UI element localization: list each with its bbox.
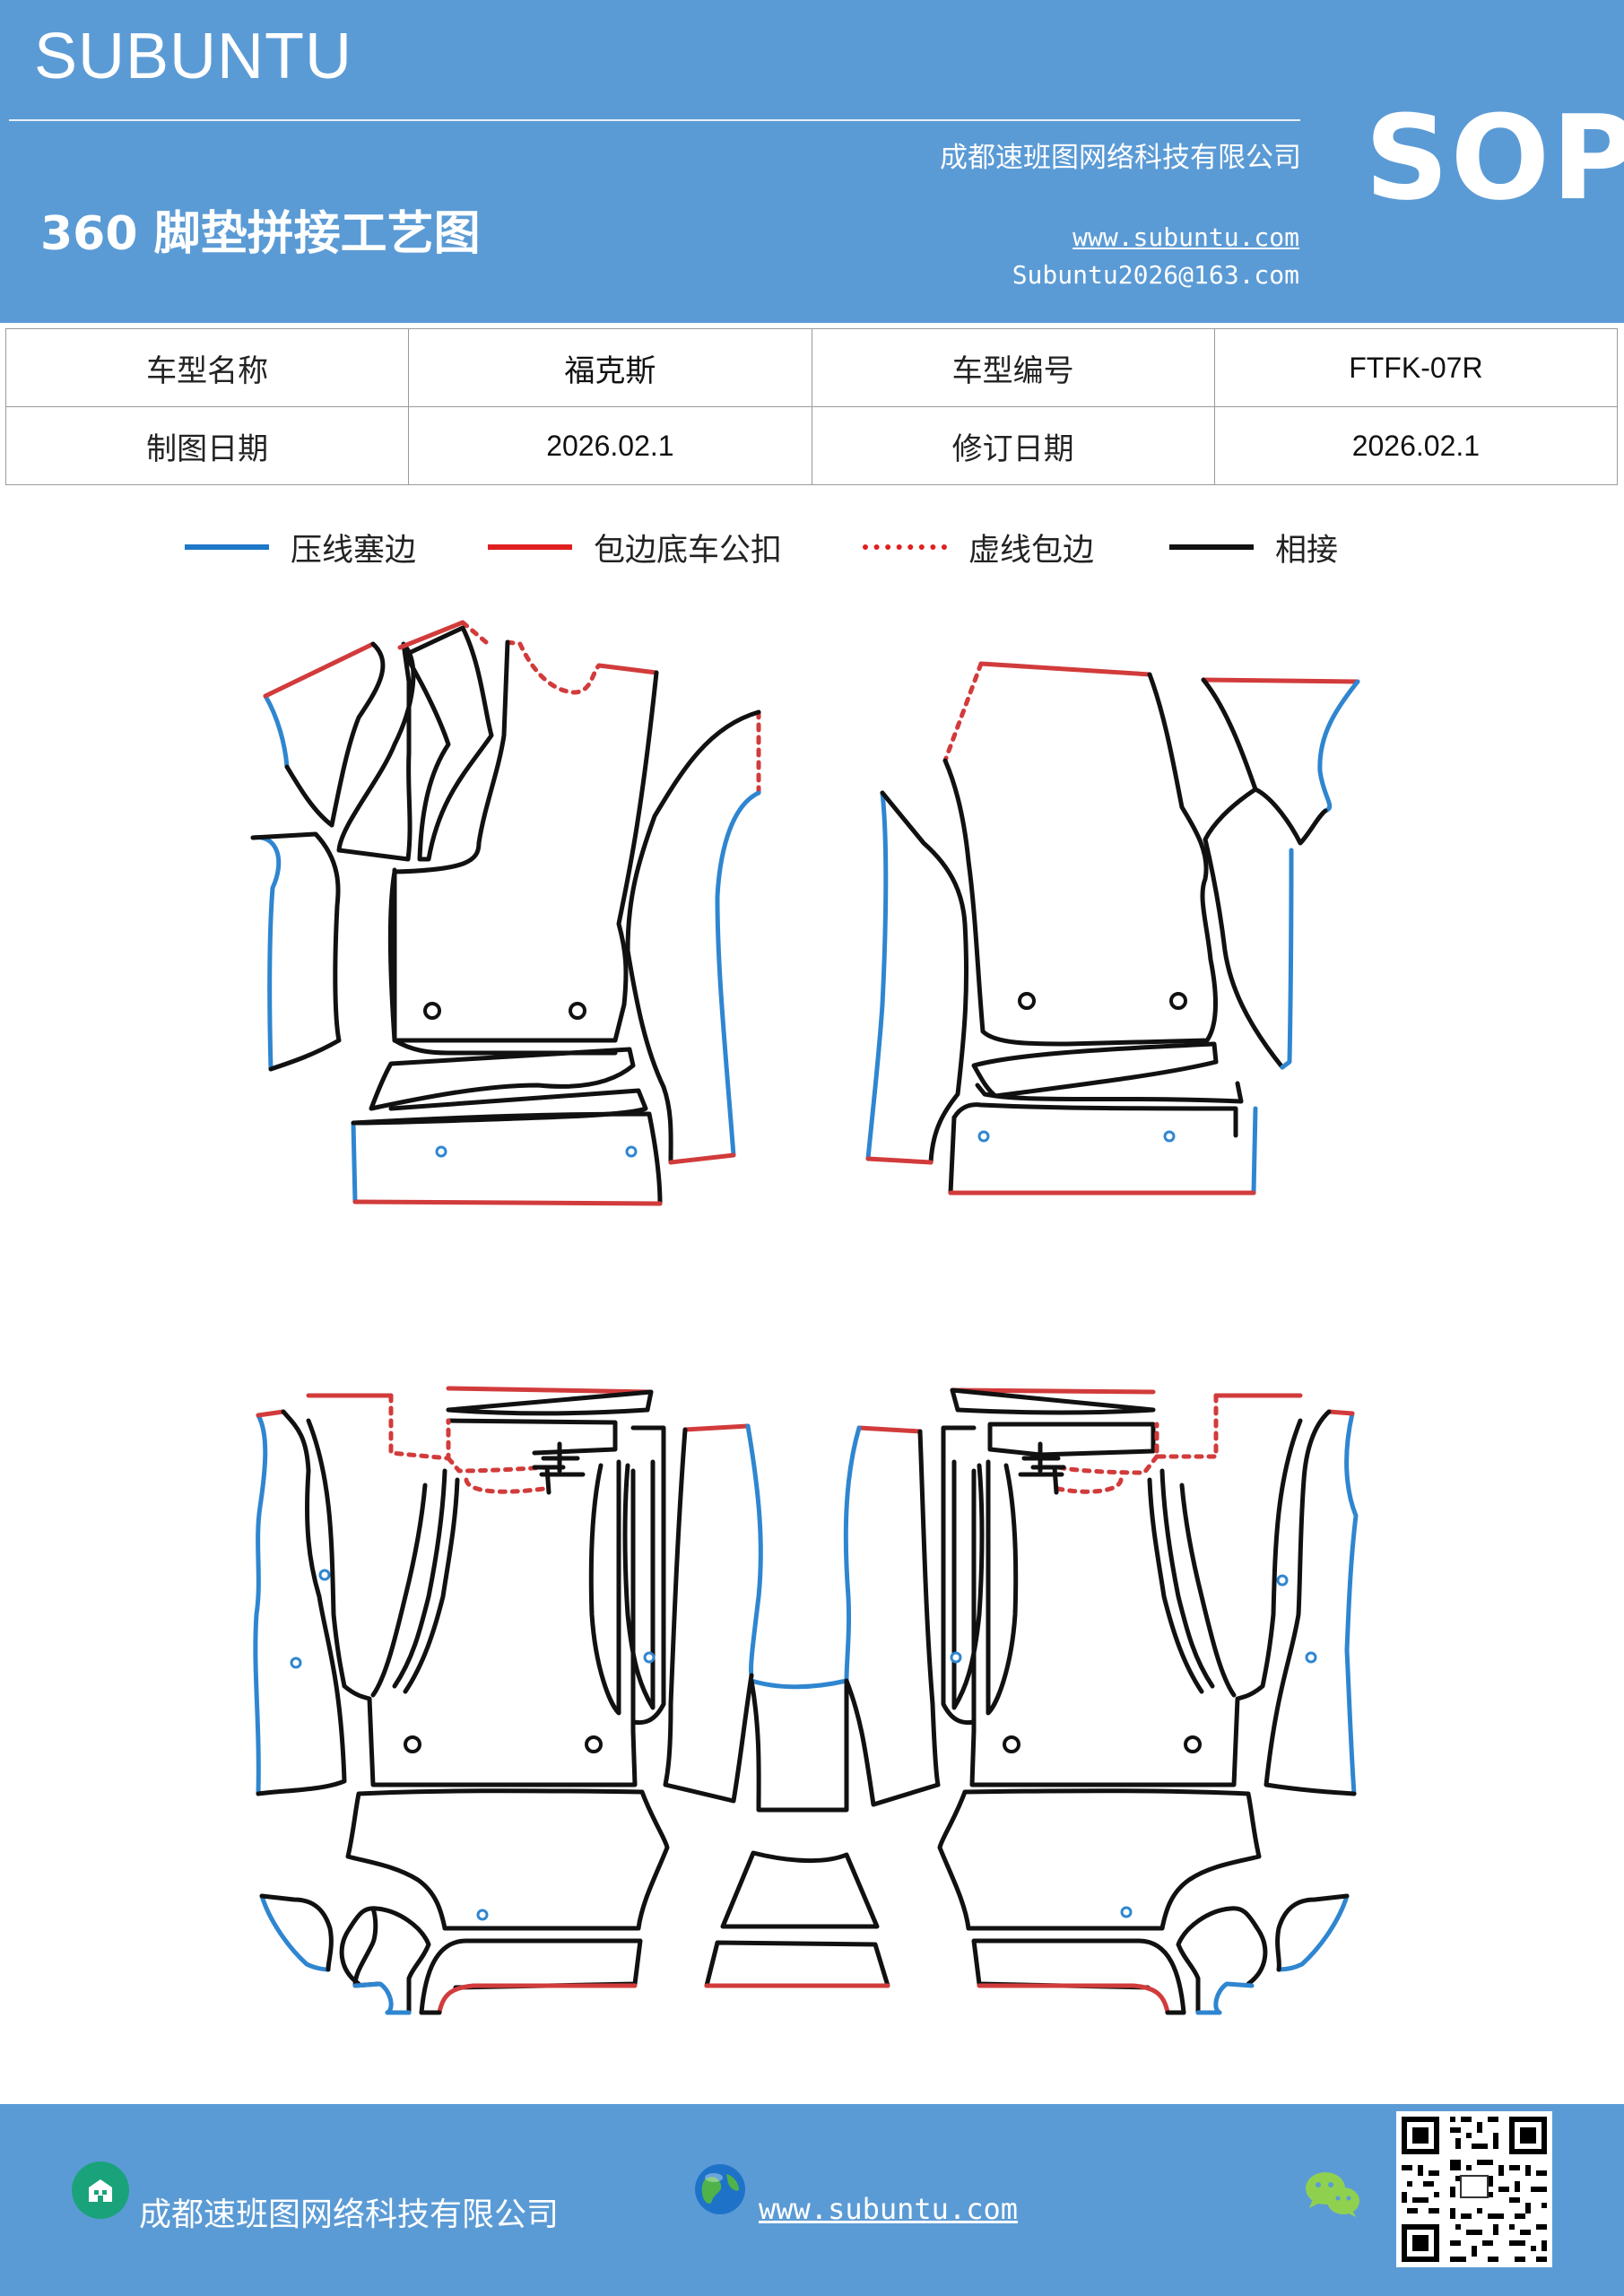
vehicle-info-table: 车型名称 福克斯 车型编号 FTFK-07R 制图日期 2026.02.1 修订… [4, 328, 1619, 485]
legend-item-black: 相接 [1169, 520, 1338, 574]
revise-date-label: 修订日期 [811, 406, 1215, 485]
legend-label: 虚线包边 [968, 532, 1095, 569]
table-row: 车型名称 福克斯 车型编号 FTFK-07R [4, 328, 1619, 407]
legend-swatch [185, 544, 269, 550]
revise-date-value: 2026.02.1 [1213, 406, 1619, 485]
legend-swatch [863, 544, 947, 550]
document-title: 360 脚垫拼接工艺图 [40, 207, 481, 261]
front-left-mat-group [250, 620, 761, 1206]
front-right-mat-group [865, 661, 1360, 1196]
model-name-label: 车型名称 [4, 328, 410, 407]
model-name-value: 福克斯 [408, 328, 812, 407]
draw-date-label: 制图日期 [4, 406, 410, 485]
header-banner: SUBUNTU 成都速班图网络科技有限公司 360 脚垫拼接工艺图 www.su… [0, 0, 1624, 323]
legend-label: 相接 [1275, 532, 1339, 569]
legend-label: 包边底车公扣 [594, 532, 783, 569]
globe-icon [692, 2161, 748, 2217]
draw-date-value: 2026.02.1 [408, 406, 812, 485]
floor-mat-diagram: .b { stroke:#111; stroke-width:5; fill:n… [250, 620, 1360, 2015]
footer-website-link[interactable]: www.subuntu.com [759, 2192, 1018, 2226]
rear-left-mat-group [253, 1386, 763, 2015]
center-tunnel-mat-group [704, 1425, 941, 1988]
qr-code [1396, 2111, 1552, 2267]
header-divider [9, 119, 1300, 121]
model-no-value: FTFK-07R [1213, 328, 1619, 407]
legend-label: 压线塞边 [291, 532, 417, 569]
website-link[interactable]: www.subuntu.com [1073, 222, 1299, 252]
building-icon [72, 2161, 129, 2219]
footer-banner: 成都速班图网络科技有限公司 www.subuntu.com [0, 2104, 1624, 2296]
legend-swatch [488, 544, 572, 550]
legend-item-dotted: 虚线包边 [863, 520, 1094, 574]
line-legend: 压线塞边 包边底车公扣 虚线包边 相接 [0, 520, 1624, 574]
legend-swatch [1169, 544, 1254, 550]
wechat-icon[interactable] [1302, 2167, 1365, 2221]
model-no-label: 车型编号 [811, 328, 1215, 407]
company-name: 成都速班图网络科技有限公司 [940, 142, 1301, 174]
email-address: Subuntu2026@163.com [1012, 260, 1299, 290]
footer-company: 成都速班图网络科技有限公司 [139, 2196, 560, 2233]
rear-right-mat-group [937, 1387, 1359, 2015]
brand-name: SUBUNTU [34, 21, 353, 92]
legend-item-blue: 压线塞边 [185, 520, 416, 574]
legend-item-red: 包边底车公扣 [488, 520, 782, 574]
table-row: 制图日期 2026.02.1 修订日期 2026.02.1 [4, 406, 1619, 485]
sop-badge: SOP [1365, 90, 1624, 226]
